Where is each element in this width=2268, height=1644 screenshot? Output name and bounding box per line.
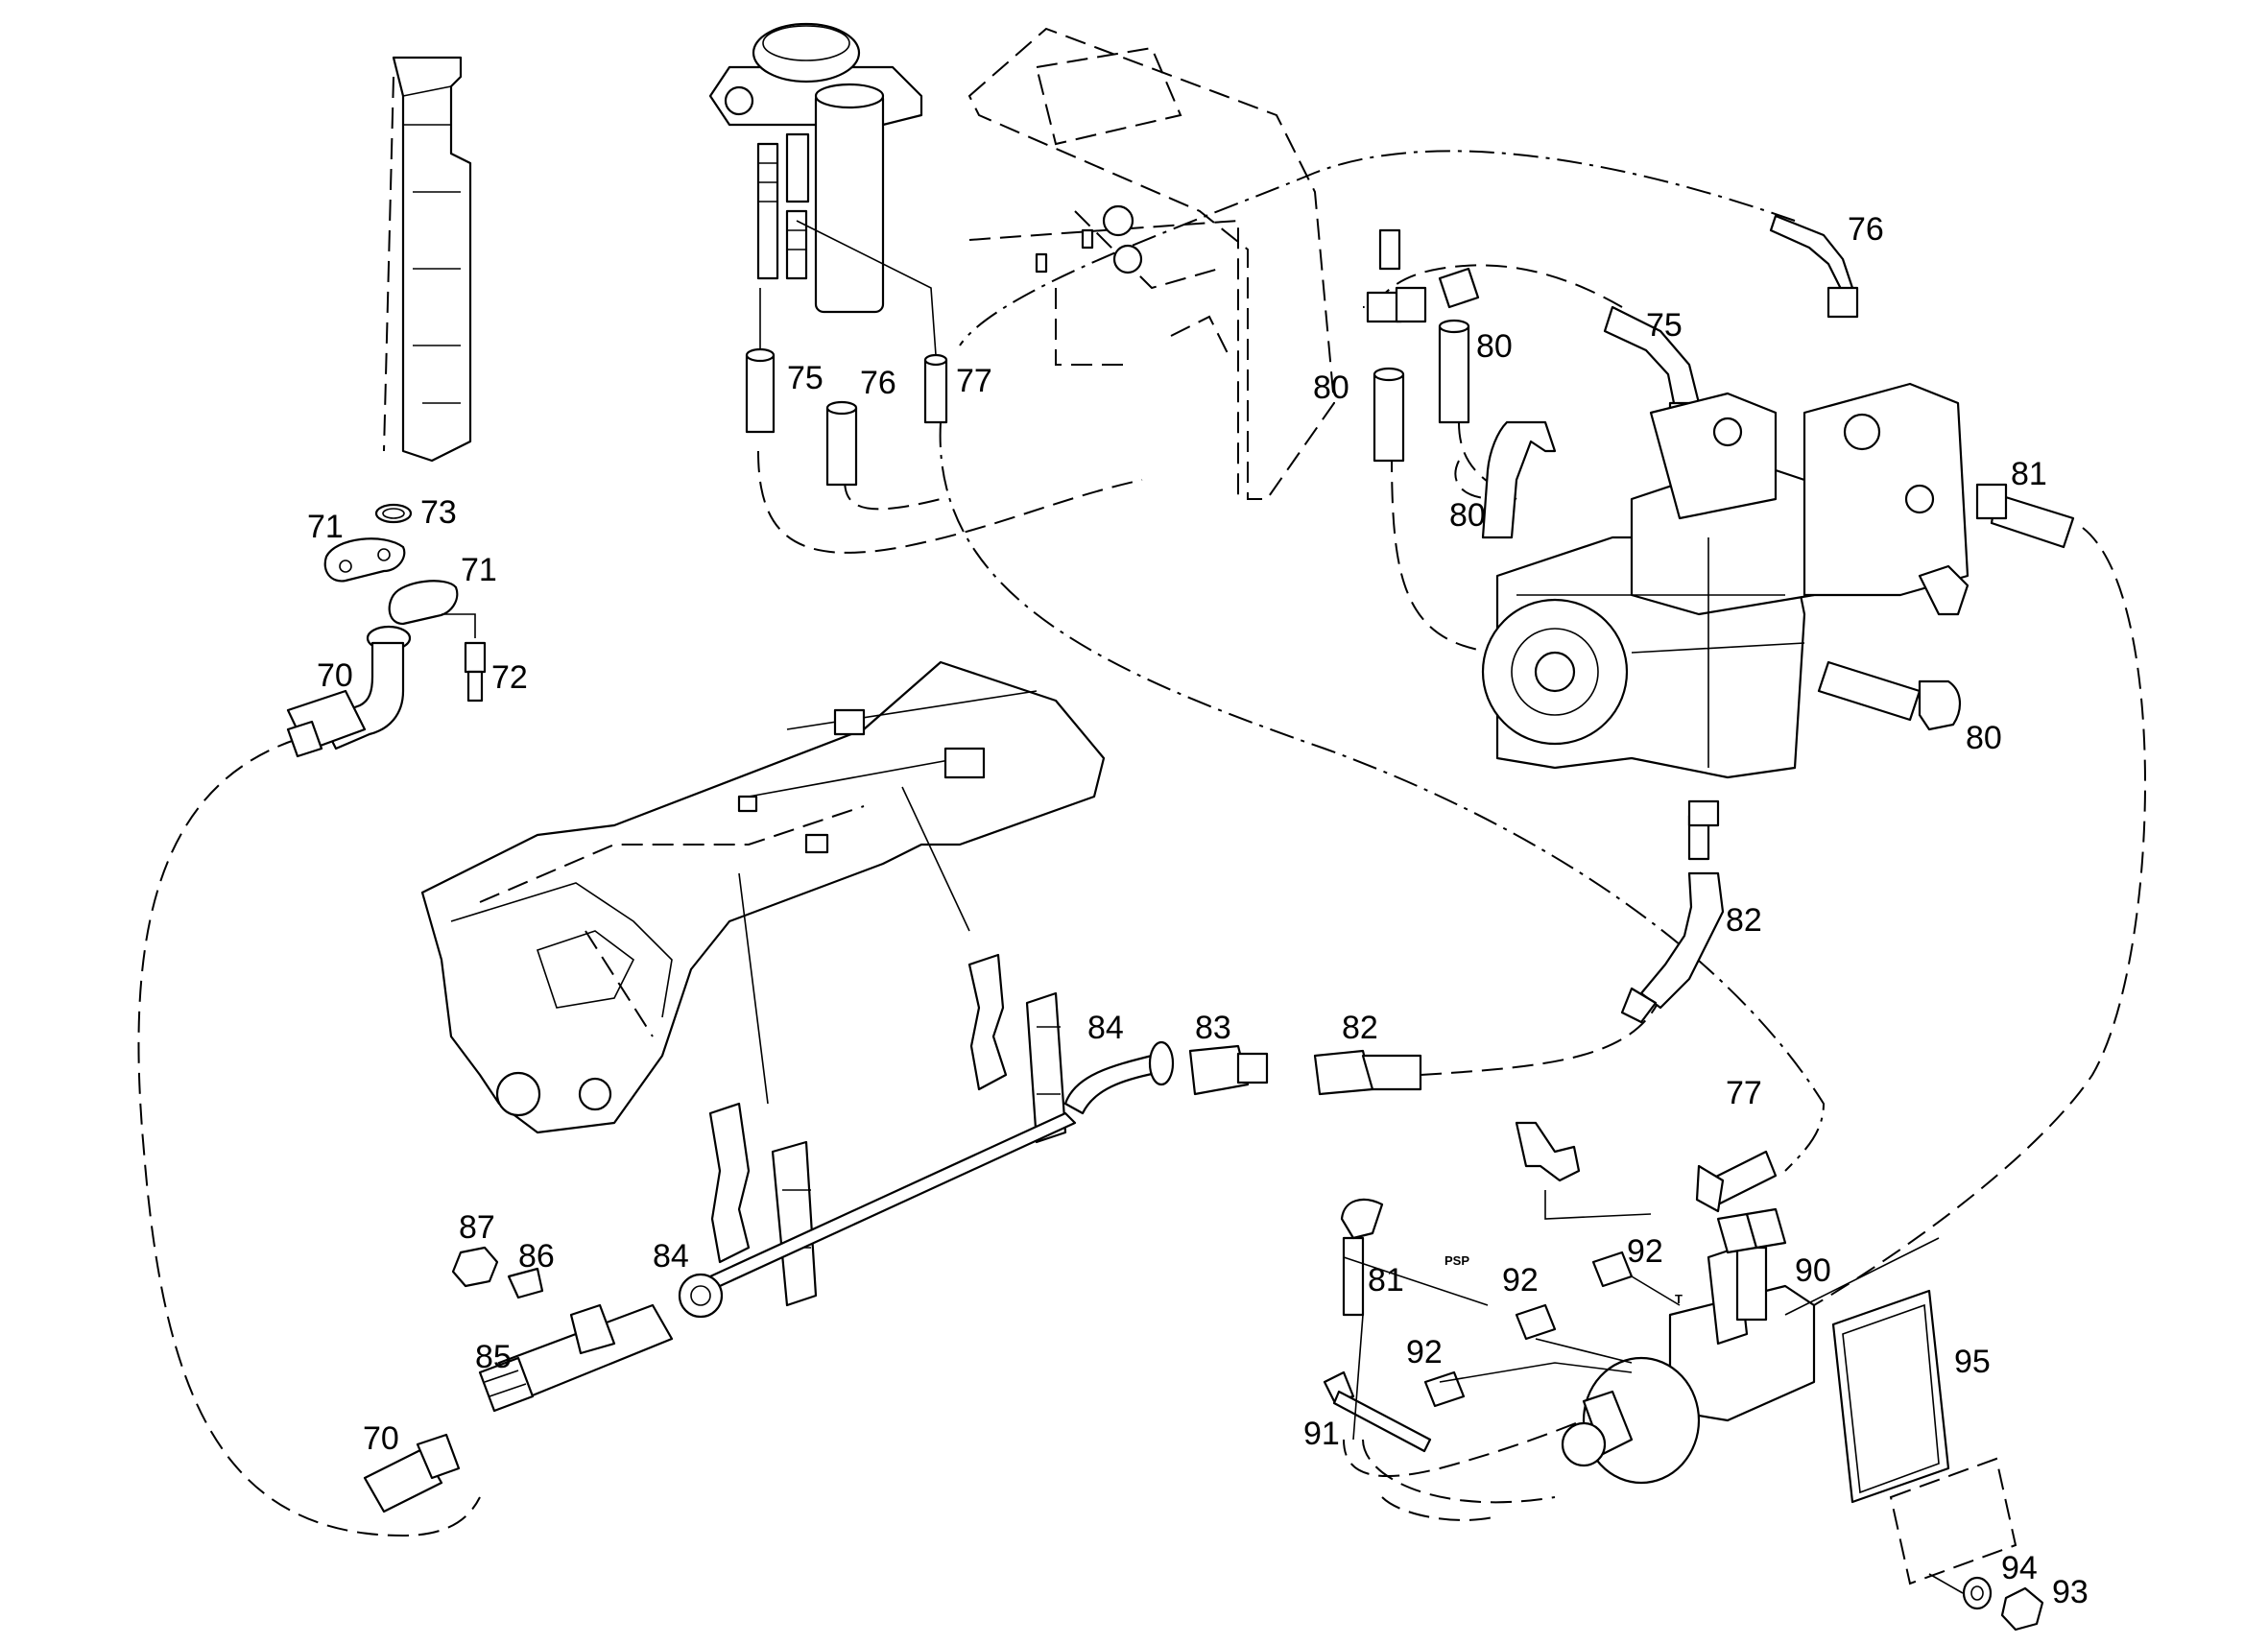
- callout-71: 71: [307, 509, 344, 545]
- hose-70-lower: [363, 1433, 461, 1513]
- callout-86: 86: [518, 1238, 555, 1275]
- accumulator: [1561, 1356, 1701, 1485]
- callout-77: 77: [956, 363, 992, 399]
- callout-70: 70: [317, 657, 353, 694]
- bolt-91: [1323, 1370, 1432, 1453]
- nipple-92-a: [1515, 1303, 1557, 1341]
- callout-77: 77: [1726, 1075, 1762, 1111]
- clamp-upper-pair: [967, 953, 1067, 1144]
- callout-82: 82: [1726, 902, 1762, 939]
- callout-70: 70: [363, 1420, 399, 1457]
- callout-83: 83: [1195, 1010, 1231, 1046]
- upper-housing: [967, 27, 1336, 500]
- hose-81-lower: [1340, 1198, 1384, 1317]
- plug-86: [507, 1267, 544, 1299]
- callout-72: 72: [491, 659, 528, 696]
- callout-81: 81: [1368, 1262, 1404, 1299]
- nipple-92-c: [1423, 1370, 1466, 1408]
- clamp-lower-pair: [708, 1102, 818, 1307]
- callout-92: 92: [1502, 1262, 1539, 1299]
- fitting-75-top: [745, 288, 776, 434]
- callout-76: 76: [860, 365, 896, 401]
- hose-81-right: [1975, 483, 2075, 549]
- cap-nut-87: [451, 1246, 499, 1288]
- hose-82-upper: [1620, 871, 1725, 1024]
- callout-92: 92: [1406, 1334, 1443, 1370]
- hydraulic-pump: [1481, 382, 1970, 861]
- gasket-95: [1831, 1289, 1950, 1504]
- bolt-72: [442, 613, 487, 703]
- valve-block-top-left: [383, 56, 472, 463]
- fitting-76-top: [825, 400, 858, 487]
- callout-73: 73: [420, 494, 457, 531]
- callout-85: 85: [475, 1339, 512, 1375]
- callout-90: 90: [1795, 1252, 1831, 1289]
- callout-76: 76: [1848, 211, 1884, 248]
- tee-85: [478, 1303, 674, 1413]
- callout-91: 91: [1303, 1416, 1340, 1452]
- elbow-80-left: [1481, 420, 1557, 539]
- fitting-80-b: [1438, 267, 1480, 424]
- callout-80: 80: [1313, 369, 1349, 406]
- hose-end-82-lower: [1313, 1049, 1422, 1096]
- callout-75: 75: [787, 360, 824, 396]
- port-label-psp: PSP: [1444, 1253, 1469, 1268]
- callout-75: 75: [1646, 307, 1683, 344]
- leader-lines: [1343, 1237, 1964, 1594]
- callout-95: 95: [1954, 1344, 1991, 1380]
- nipple-92-b: [1591, 1251, 1634, 1288]
- callout-80: 80: [1966, 720, 2002, 756]
- routing-lines: [137, 150, 2146, 1537]
- callout-84: 84: [653, 1238, 689, 1275]
- filter-assembly: [708, 22, 923, 314]
- flange-half-71-lower: [388, 580, 459, 626]
- o-ring-73: [374, 503, 413, 524]
- fitting-80-straight: [1373, 228, 1405, 463]
- callout-94: 94: [2001, 1550, 2038, 1586]
- tee-fitting-top: [1366, 286, 1427, 323]
- callout-93: 93: [2052, 1574, 2089, 1610]
- elbow-hose-70-upper: [286, 625, 412, 758]
- nut-84-lower: [678, 1273, 724, 1319]
- callout-81: 81: [2011, 456, 2047, 492]
- callout-82: 82: [1342, 1010, 1378, 1046]
- port-label-t: T: [1675, 1292, 1683, 1306]
- elbow-77-lower: [1695, 1150, 1778, 1213]
- callout-labels: 73 71 71 70 72 75 76 77 80 80 76 75 81 8…: [307, 211, 2089, 1610]
- fitting-77-top: [796, 220, 948, 424]
- washer-94: [1962, 1576, 1993, 1610]
- callout-87: 87: [459, 1209, 495, 1246]
- callout-84: 84: [1087, 1010, 1124, 1046]
- tee-fitting-77: [1515, 1121, 1652, 1220]
- callout-92: 92: [1627, 1233, 1663, 1270]
- bracket-plate: [1889, 1457, 2017, 1585]
- callout-80: 80: [1476, 328, 1513, 365]
- adapter-83: [1188, 1044, 1269, 1096]
- nut-93: [2000, 1586, 2044, 1632]
- callout-80: 80: [1449, 497, 1486, 534]
- hose-80-right: [1817, 564, 1970, 731]
- flange-half-71-upper: [323, 537, 406, 583]
- callout-71: 71: [461, 552, 497, 588]
- chassis-frame: [420, 660, 1106, 1134]
- hose-76-upper: [1769, 214, 1859, 319]
